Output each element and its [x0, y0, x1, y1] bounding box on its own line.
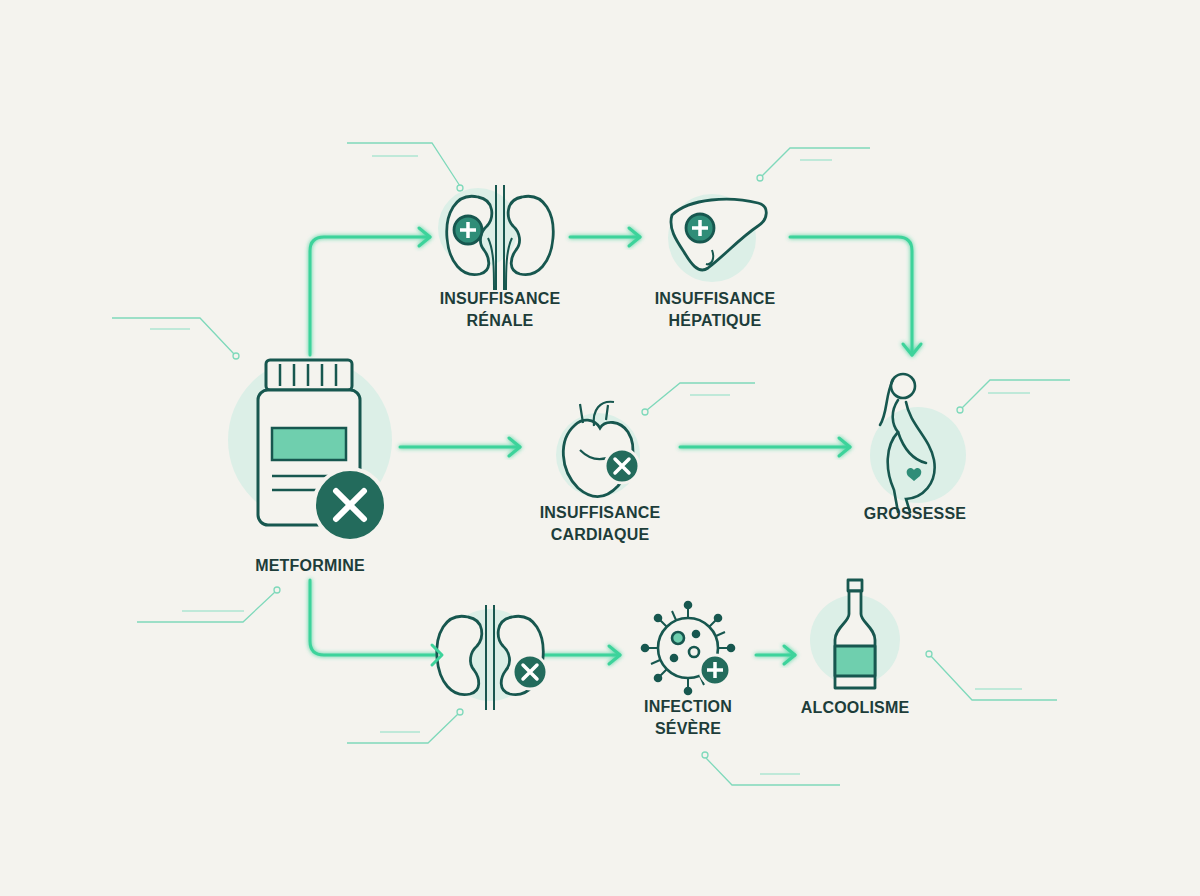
connector-line	[400, 446, 520, 449]
node-label: INSUFFISANCE HÉPATIQUE	[640, 288, 790, 332]
node-label: INSUFFISANCE RÉNALE	[430, 288, 570, 332]
arrow-head	[784, 646, 795, 664]
pregnancy-icon	[870, 374, 966, 512]
condition-node: INFECTION SÉVÈRE	[620, 595, 756, 745]
flow-arrow	[310, 228, 430, 355]
leader-lines	[112, 143, 1070, 785]
flow-arrow	[756, 646, 795, 664]
connector-line	[680, 446, 850, 449]
connector-line	[570, 236, 640, 239]
condition-node: INSUFFISANCE HÉPATIQUE	[640, 180, 790, 340]
node-label: ALCOOLISME	[795, 697, 915, 719]
drug-node: METFORMINE	[220, 355, 400, 580]
arrow-head	[839, 438, 850, 456]
liver-icon	[668, 194, 766, 282]
pill-bottle-icon	[228, 358, 392, 541]
virus-icon	[642, 602, 734, 694]
arrow-head	[509, 438, 520, 456]
node-label: GROSSESSE	[850, 503, 980, 525]
heart-icon	[556, 402, 640, 497]
connector-line	[756, 654, 795, 657]
connector-line	[790, 237, 912, 355]
flow-arrow	[680, 438, 850, 456]
condition-node: GROSSESSE	[850, 355, 980, 530]
flow-arrow	[570, 228, 640, 246]
bottle-icon	[810, 580, 900, 688]
arrow-head	[609, 646, 620, 664]
kidney-icon	[438, 185, 553, 290]
kidney-crossed-icon	[432, 605, 547, 710]
node-label: INSUFFISANCE CARDIAQUE	[520, 502, 680, 546]
arrow-head	[903, 344, 921, 355]
connector-line	[310, 237, 430, 355]
condition-node: ALCOOLISME	[795, 575, 915, 725]
arrow-head	[419, 228, 430, 246]
condition-node: INSUFFISANCE CARDIAQUE	[520, 385, 680, 550]
flow-arrow	[790, 237, 921, 355]
condition-node: INSUFFISANCE RÉNALE	[430, 180, 570, 340]
node-label: METFORMINE	[220, 555, 400, 577]
node-label: INFECTION SÉVÈRE	[620, 696, 756, 740]
arrow-head	[629, 228, 640, 246]
flow-arrow	[400, 438, 520, 456]
